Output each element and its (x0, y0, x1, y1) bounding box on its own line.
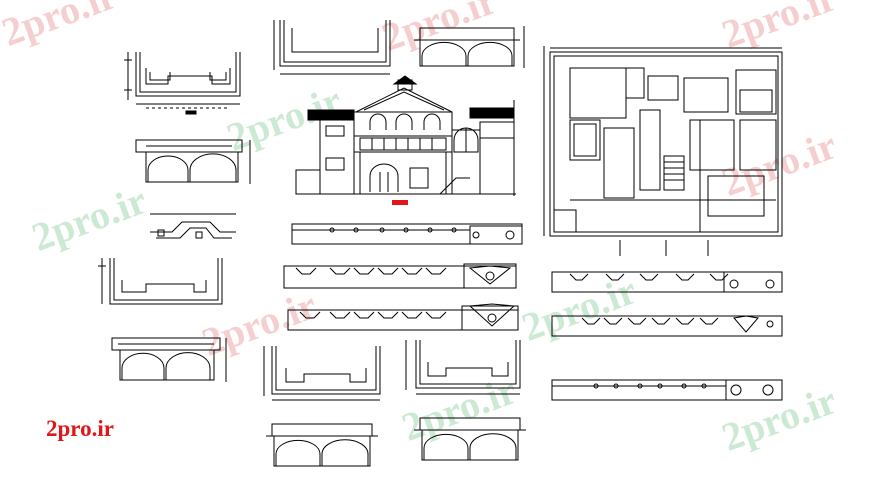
section-detail-4 (263, 346, 381, 401)
strip-detail-5 (551, 315, 783, 337)
strip-detail-2 (283, 263, 517, 289)
section-detail (124, 52, 241, 115)
section-detail-5 (405, 340, 521, 395)
strip-detail-3 (287, 303, 519, 331)
arch-elevation-4 (266, 423, 378, 467)
cornice-detail (150, 213, 236, 239)
arch-elevation (135, 139, 251, 184)
building-elevation (295, 75, 516, 196)
arch-elevation-2 (111, 337, 227, 382)
strip-detail-1 (291, 223, 523, 245)
section-detail-2 (98, 258, 223, 305)
strip-detail-4 (551, 271, 783, 293)
section-detail-3 (273, 20, 391, 75)
red-marker (392, 200, 408, 205)
site-logo[interactable]: 2pro.ir (46, 416, 114, 441)
arch-elevation-5 (414, 417, 526, 461)
floor-plan (543, 46, 783, 256)
strip-detail-6 (551, 379, 783, 401)
arch-elevation-3 (414, 26, 525, 68)
